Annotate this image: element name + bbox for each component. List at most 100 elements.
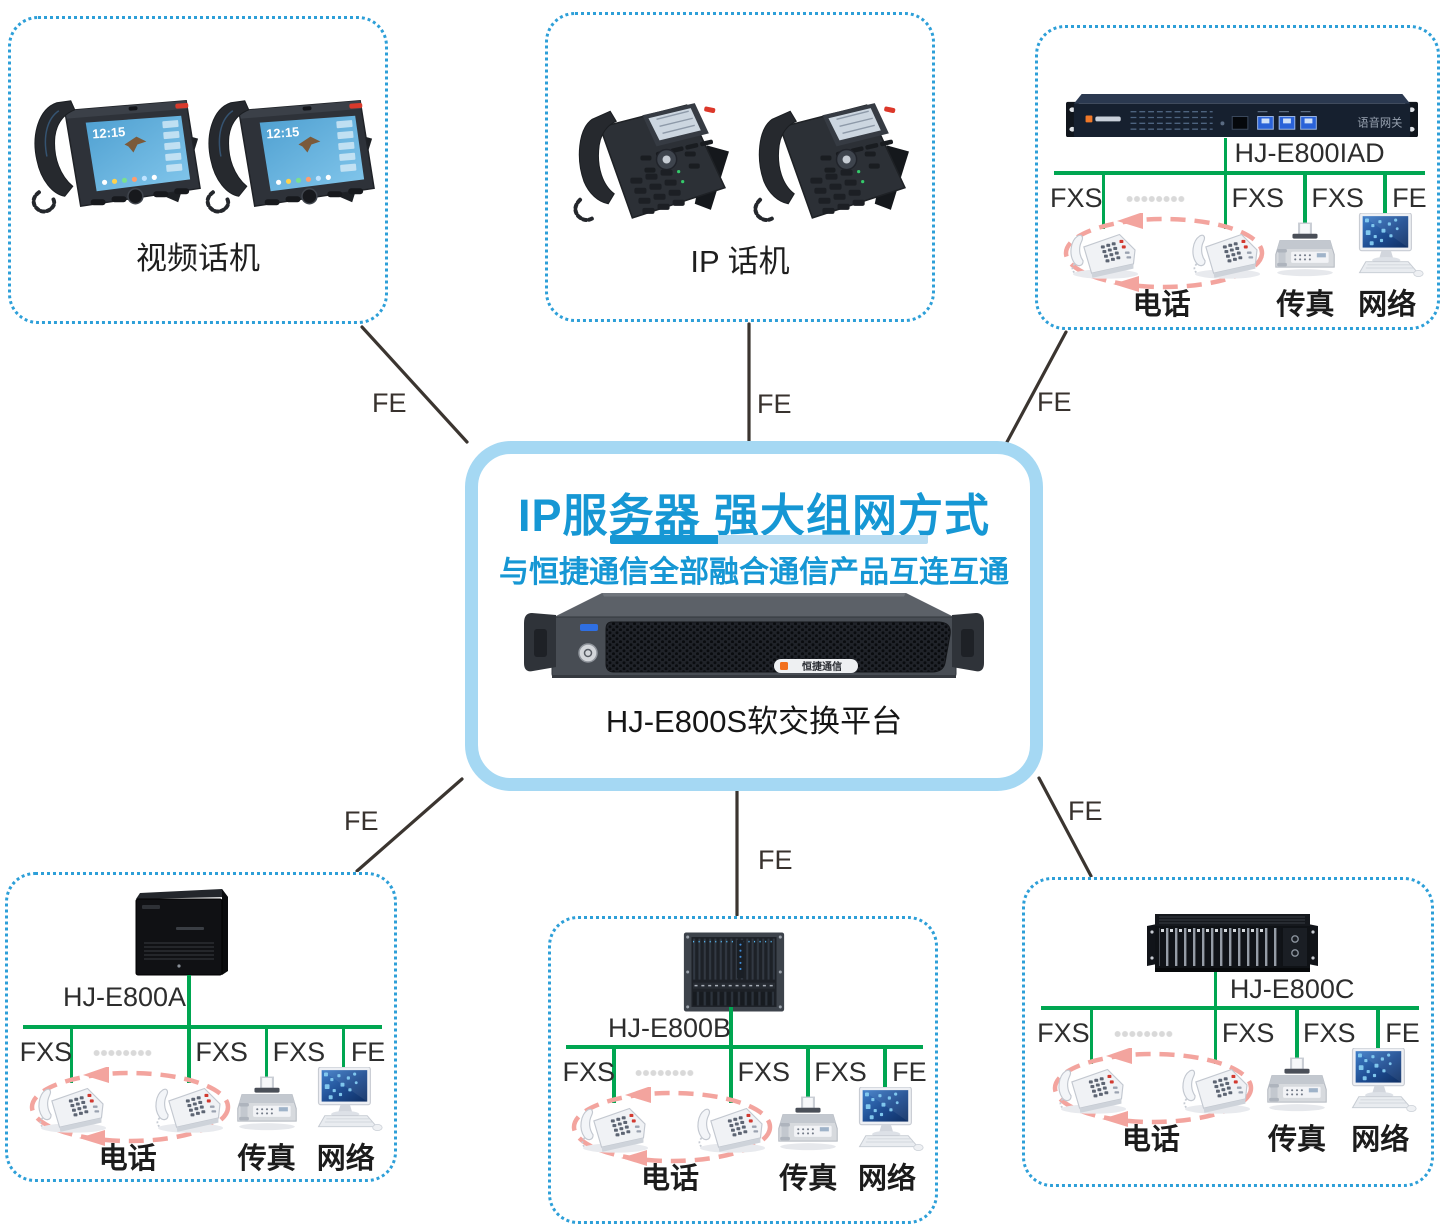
network-caption: 网络 (1358, 289, 1417, 321)
fax-caption: 传真 (1268, 1124, 1327, 1156)
link-label-bottom-left: FE (344, 806, 379, 836)
fe-drop-line (1383, 173, 1387, 229)
analog-phone-icon (692, 1093, 770, 1155)
hub-subtitle: 与恒捷通信全部融合通信产品互连互通 (499, 556, 1009, 589)
port-label-fe: FE (1392, 183, 1427, 213)
ellipsis-dots (635, 1068, 695, 1078)
analog-phone-icon (1177, 1054, 1255, 1116)
phones-caption: 电话 (1121, 1124, 1180, 1156)
link-label-bottom-center: FE (758, 845, 793, 875)
pbx-cabinet-device-image (126, 885, 236, 980)
ellipsis-dots (1114, 1029, 1174, 1039)
fxs-drop-line (1089, 1008, 1094, 1064)
device-uplink-line (1223, 138, 1228, 173)
analog-phone-icon (33, 1073, 111, 1135)
videophone-screen-time: 12:15 (92, 124, 126, 142)
terminal-box-ip-phones: IP 话机 (545, 12, 935, 322)
terminal-box-video-phones: 12:15 12:15 视频话机 (8, 16, 388, 324)
fax-icon (1273, 221, 1337, 277)
fxs-drop-line (264, 1027, 269, 1083)
port-label-fxs: FXS (1311, 183, 1364, 213)
port-label-fxs: FXS (1037, 1018, 1090, 1048)
phone-loop-ellipse (571, 1087, 773, 1166)
softswitch-server-image: 恒捷通信 (524, 589, 984, 689)
server-logo-text: 恒捷通信 (802, 660, 842, 673)
gateway-name: HJ-E800IAD (1234, 138, 1385, 168)
device-panel-text: 语音网关 (1357, 115, 1402, 129)
phones-caption: 电话 (98, 1143, 157, 1175)
port-label-fe: FE (892, 1057, 927, 1087)
fxs-drop-line (69, 1027, 74, 1083)
hub-server-caption: HJ-E800S软交换平台 (605, 704, 903, 739)
fxs-drop-line (729, 1047, 733, 1103)
port-label-fxs: FXS (195, 1037, 248, 1067)
fax-icon (776, 1095, 840, 1151)
ellipsis-dots (1125, 194, 1185, 204)
fxs-drop-line (187, 1027, 191, 1083)
gateway-name: HJ-E800B (608, 1013, 732, 1043)
port-label-fxs: FXS (737, 1057, 790, 1087)
network-caption: 网络 (316, 1143, 375, 1175)
fax-caption: 传真 (779, 1163, 838, 1195)
computer-icon (1350, 213, 1424, 279)
bus-line (1053, 171, 1426, 175)
analog-phone-icon (1187, 219, 1265, 281)
fxs-drop-line (1213, 1008, 1218, 1064)
port-label-fxs: FXS (1231, 183, 1285, 213)
phone-loop-ellipse (29, 1067, 230, 1146)
chassis-device-image (1145, 912, 1320, 976)
chassis-device-image (663, 931, 805, 1013)
network-caption: 网络 (1351, 1124, 1410, 1156)
computer-icon (309, 1067, 383, 1133)
terminal-box-hj-e800c: HJ-E800C FXS FXS FXS FE 电话 传真 网络 (1022, 877, 1434, 1187)
bus-line (23, 1025, 383, 1029)
link-label-top-right: FE (1037, 387, 1072, 417)
title-underline-bar (610, 535, 928, 544)
port-label-fxs: FXS (1221, 1018, 1275, 1048)
softswitch-hub-panel: IP服务器 强大组网方式 与恒捷通信全部融合通信产品互连互通 恒捷通信 HJ-E… (465, 441, 1043, 791)
fax-caption: 传真 (237, 1143, 296, 1175)
link-label-top-left: FE (372, 388, 407, 418)
analog-phone-icon (1053, 1054, 1131, 1116)
ip-phone-icon (564, 79, 744, 235)
port-label-fe: FE (350, 1037, 386, 1067)
gateway-name: HJ-E800C (1229, 974, 1355, 1004)
video-phone-icon: 12:15 (203, 73, 387, 231)
ip-phone-icon (744, 79, 924, 235)
fxs-drop-line (806, 1047, 810, 1103)
port-label-fe: FE (1385, 1018, 1420, 1048)
port-label-fxs: FXS (562, 1057, 616, 1087)
device-uplink-line (187, 975, 191, 1027)
terminal-box-hj-e800b: HJ-E800B FXS FXS FXS FE 电话 传真 网络 (548, 916, 938, 1224)
port-label-fxs: FXS (1303, 1018, 1356, 1048)
fxs-drop-line (612, 1047, 616, 1103)
fax-icon (1265, 1056, 1329, 1112)
link-line-bottom-right (1037, 776, 1093, 878)
fe-drop-line (341, 1027, 346, 1083)
fe-drop-line (883, 1047, 887, 1103)
analog-phone-icon (1065, 219, 1143, 281)
phones-caption: 电话 (641, 1163, 700, 1195)
fxs-drop-line (1223, 173, 1228, 229)
link-line-top-left (360, 325, 469, 444)
gateway-name: HJ-E800A (63, 982, 187, 1012)
fe-drop-line (1376, 1008, 1380, 1064)
videophone-screen-time: 12:15 (266, 124, 300, 142)
ip-phones-label: IP 话机 (690, 244, 790, 279)
port-label-fxs: FXS (272, 1037, 326, 1067)
terminal-box-hj-e800iad: 语音网关 HJ-E800IAD FXS FXS FXS FE 电话 传真 网络 (1035, 25, 1440, 330)
link-label-top-center: FE (757, 389, 792, 419)
fxs-drop-line (1303, 173, 1307, 229)
computer-icon (850, 1087, 924, 1153)
fax-caption: 传真 (1276, 289, 1335, 321)
port-label-fxs: FXS (814, 1057, 867, 1087)
computer-icon (1343, 1048, 1417, 1114)
analog-phone-icon (575, 1093, 653, 1155)
port-label-fxs: FXS (1049, 183, 1103, 213)
phone-loop-ellipse (1063, 213, 1264, 292)
hub-title: IP服务器 强大组网方式 (517, 490, 991, 541)
bus-line (566, 1045, 924, 1049)
fax-icon (235, 1075, 299, 1131)
fxs-drop-line (1101, 173, 1106, 229)
